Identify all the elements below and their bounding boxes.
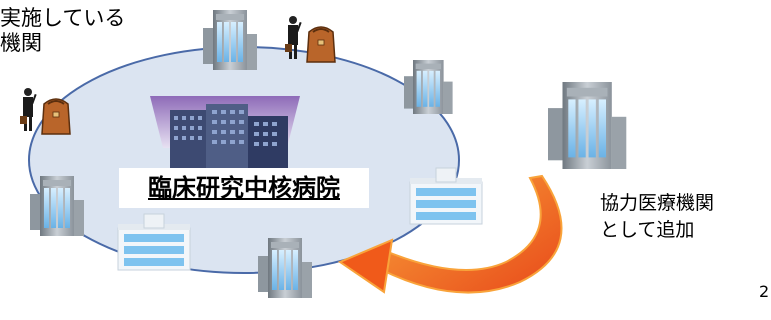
participating-institutions-label: 実施している 機関 xyxy=(0,6,125,56)
page-number: 2 xyxy=(759,282,770,301)
label-line: 実施している xyxy=(0,6,126,30)
label-line: 協力医療機関 xyxy=(600,192,715,214)
office-building-icon xyxy=(203,10,257,70)
businessman-with-briefcase-icon xyxy=(19,87,71,135)
office-building-icon xyxy=(404,60,453,114)
collaborating-office-building-icon xyxy=(548,82,627,169)
curved-arrow-icon xyxy=(337,174,563,294)
label-line: 機関 xyxy=(0,31,42,55)
core-hospital-label: 臨床研究中核病院 xyxy=(119,168,369,208)
collaborating-institutions-label: 協力医療機関 として追加 xyxy=(600,190,714,244)
label-line: として追加 xyxy=(600,219,695,241)
research-hospital-building-icon xyxy=(150,96,300,168)
